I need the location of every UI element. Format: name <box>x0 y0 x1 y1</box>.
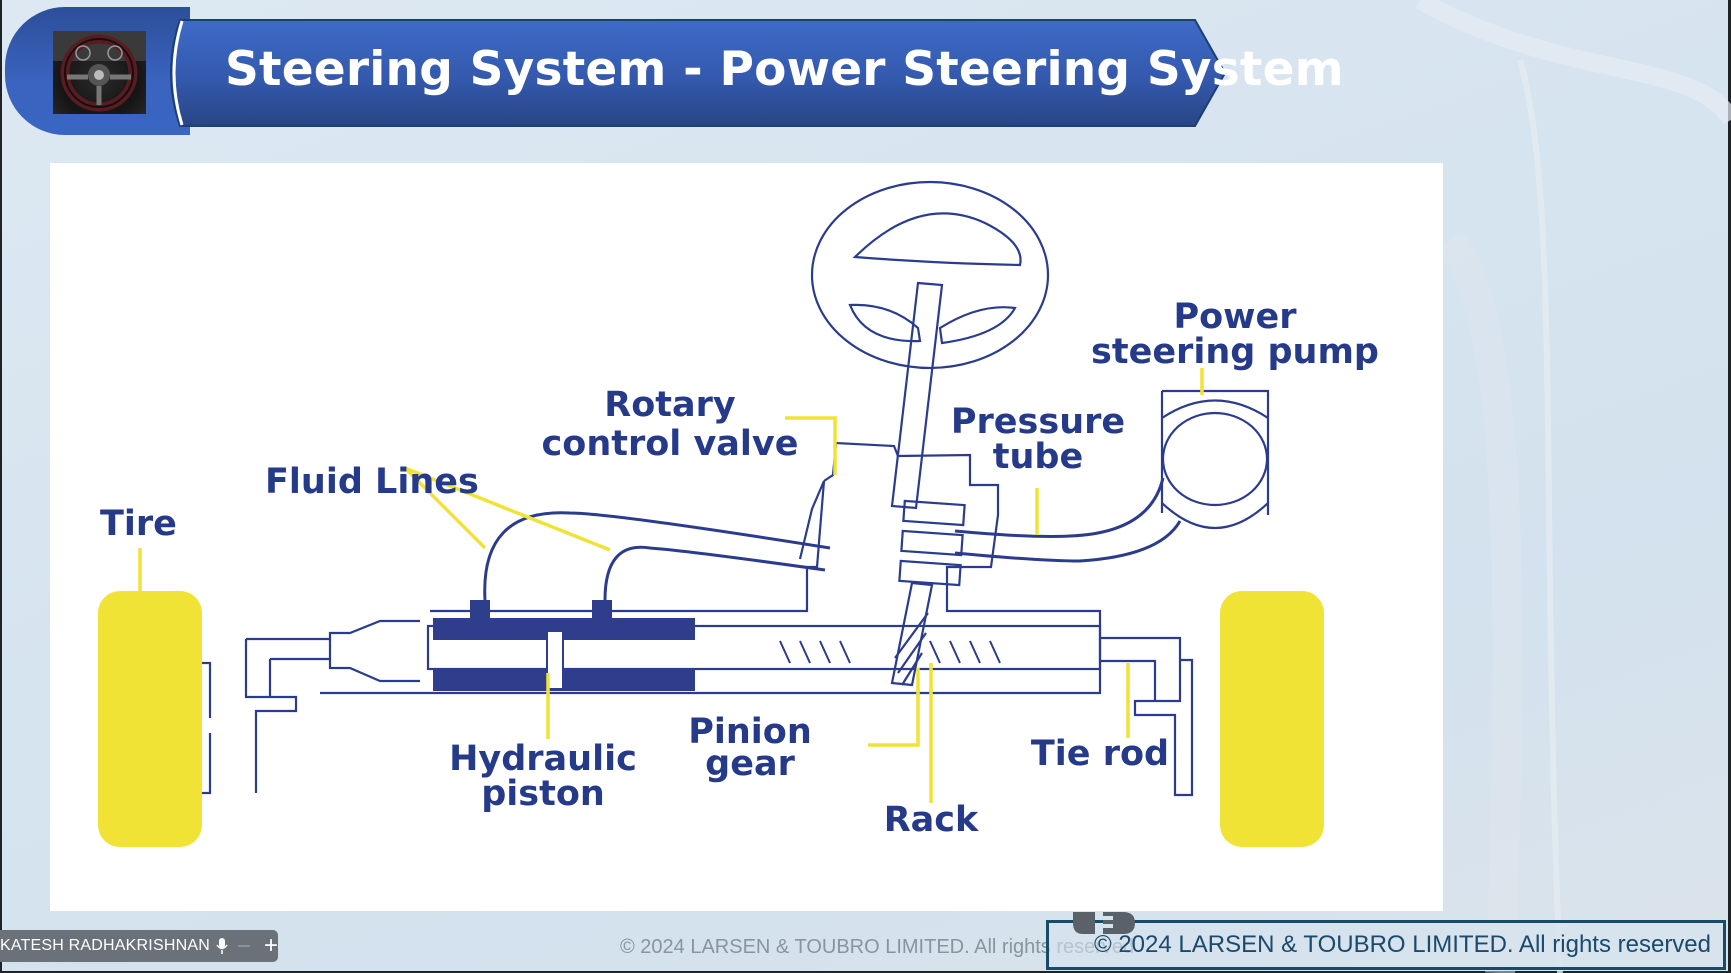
label-fluid-lines: Fluid Lines <box>265 462 479 502</box>
power-steering-diagram: Tire Fluid Lines Rotary control valve Pr… <box>98 180 1379 847</box>
steering-wheel-right-spoke <box>938 306 1017 345</box>
footer-copyright-faded: © 2024 LARSEN & TOUBRO LIMITED. All righ… <box>620 936 1135 958</box>
label-tire: Tire <box>100 504 177 544</box>
page-title: Steering System - Power Steering System <box>225 42 1344 97</box>
window-frame-left <box>0 0 2 973</box>
label-rotary-line2: control valve <box>542 424 799 464</box>
minimize-icon[interactable] <box>237 945 250 947</box>
steering-wheel-rim <box>810 180 1050 370</box>
valve-housing <box>320 441 1102 695</box>
right-tire <box>1220 591 1324 847</box>
fluid-lines-leader <box>403 466 611 552</box>
footer-copyright-box: © 2024 LARSEN & TOUBRO LIMITED. All righ… <box>1046 920 1726 970</box>
label-pinion-line1: Pinion <box>688 712 812 752</box>
steering-wheel-photo <box>53 31 146 114</box>
window-frame-bottom <box>0 971 1731 973</box>
label-rack: Rack <box>884 800 979 840</box>
valve-spool-2 <box>900 529 964 557</box>
pressure-tube-2 <box>954 520 1182 563</box>
label-pump-line2: steering pump <box>1091 332 1379 372</box>
label-piston-line2: piston <box>481 774 605 814</box>
fluid-line-2 <box>603 545 826 601</box>
rack-bar <box>426 624 1102 671</box>
valve-spool-1 <box>902 499 966 527</box>
microphone-icon[interactable] <box>216 937 228 955</box>
fluid-line-1 <box>483 511 831 601</box>
title-banner <box>170 19 1227 127</box>
label-pressure-line1: Pressure <box>951 402 1125 442</box>
pinion-shaft <box>890 581 934 687</box>
steering-column <box>890 281 944 510</box>
steering-wheel-upper-spoke <box>852 212 1022 267</box>
steering-wheel-left-spoke <box>848 303 922 343</box>
presenter-name: KATESH RADHAKRISHNAN <box>0 937 210 954</box>
expand-plus-icon[interactable]: + <box>263 932 278 959</box>
hydraulic-cylinder <box>433 600 695 691</box>
pinion-leader <box>868 668 920 747</box>
header-logo-tab <box>5 7 190 135</box>
diagram-panel: Tire Fluid Lines Rotary control valve Pr… <box>50 163 1443 911</box>
left-tire <box>98 591 202 847</box>
label-tie-rod: Tie rod <box>1031 734 1169 774</box>
plug-connector-icon <box>1073 912 1135 934</box>
label-pump-line1: Power <box>1173 297 1297 337</box>
rotary-valve-leader <box>785 416 837 475</box>
label-rotary-line1: Rotary <box>604 385 736 425</box>
window-frame-right <box>1728 0 1731 973</box>
label-pressure-line2: tube <box>993 437 1083 477</box>
presenter-bar: KATESH RADHAKRISHNAN + <box>0 930 278 962</box>
valve-spool-3 <box>898 559 962 587</box>
power-steering-pump <box>1160 389 1270 515</box>
hydraulic-piston <box>546 630 564 690</box>
label-piston-line1: Hydraulic <box>449 739 637 779</box>
label-pinion-line2: gear <box>705 744 795 784</box>
footer-copyright-text: © 2024 LARSEN & TOUBRO LIMITED. All righ… <box>1093 931 1711 958</box>
pressure-tube-1 <box>954 477 1165 538</box>
